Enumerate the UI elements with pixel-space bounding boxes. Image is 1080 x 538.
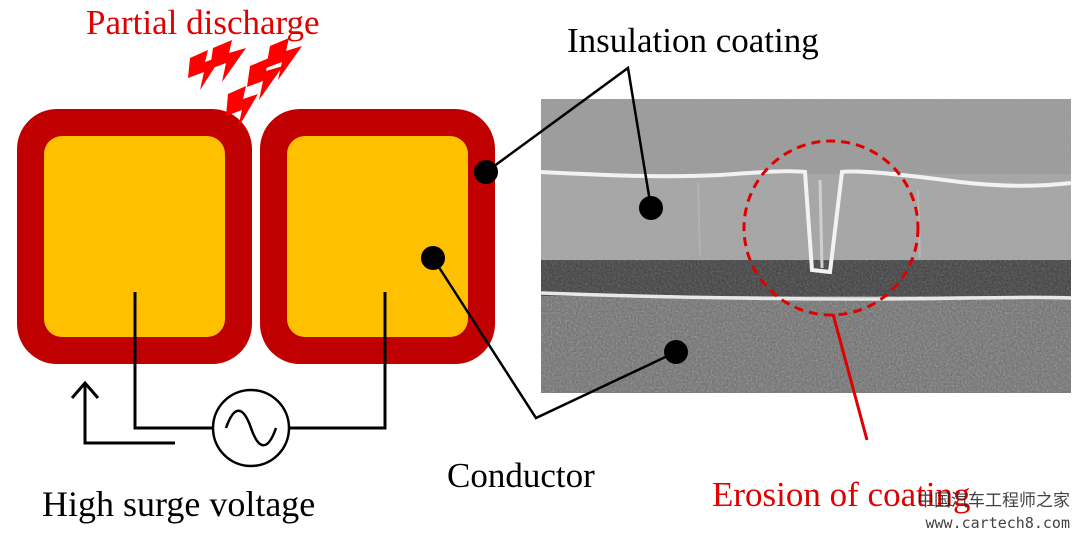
erosion-highlight-circle	[742, 139, 920, 317]
micrograph-interface-line	[541, 291, 1071, 301]
lightning-bolt-icon	[247, 58, 283, 100]
conductor-label: Conductor	[447, 456, 595, 495]
partial-discharge-label: Partial discharge	[86, 3, 320, 42]
insulation-dot-micrograph	[639, 196, 663, 220]
erosion-of-coating-label: Erosion of coating	[712, 475, 971, 514]
left-wire-conductor	[44, 136, 225, 337]
pointer-lines	[431, 65, 677, 420]
conductor-dot-wire	[421, 246, 445, 270]
circuit-wire-left	[133, 292, 213, 430]
left-wire	[17, 109, 252, 364]
up-arrow-head	[70, 380, 100, 399]
watermark-site-url: www.cartech8.com	[926, 514, 1071, 532]
ac-source-icon	[211, 388, 291, 468]
insulation-coating-label: Insulation coating	[567, 21, 819, 60]
right-wire	[260, 109, 495, 364]
sine-wave	[224, 409, 278, 447]
lightning-bolt-icon	[266, 38, 302, 80]
high-surge-voltage-label: High surge voltage	[42, 484, 315, 524]
insulation-dot-wire	[474, 160, 498, 184]
conductor-pointer-line	[431, 257, 677, 420]
up-arrow-icon	[83, 385, 175, 445]
insulation-pointer-line	[485, 65, 653, 209]
lightning-bolt-icon	[226, 86, 258, 128]
watermark-site-cn: 中国汽车工程师之家	[917, 491, 1070, 510]
erosion-pointer-line	[831, 313, 869, 441]
circuit	[70, 292, 387, 468]
pointer-dots	[421, 160, 688, 364]
micrograph-surface-line	[541, 169, 1071, 275]
lightning-bolt-icon	[210, 40, 246, 82]
circuit-wire-right	[289, 292, 387, 430]
discharge-sparks	[188, 38, 302, 128]
right-wire-conductor	[287, 136, 468, 337]
conductor-dot-micrograph	[664, 340, 688, 364]
micrograph	[541, 99, 1071, 393]
